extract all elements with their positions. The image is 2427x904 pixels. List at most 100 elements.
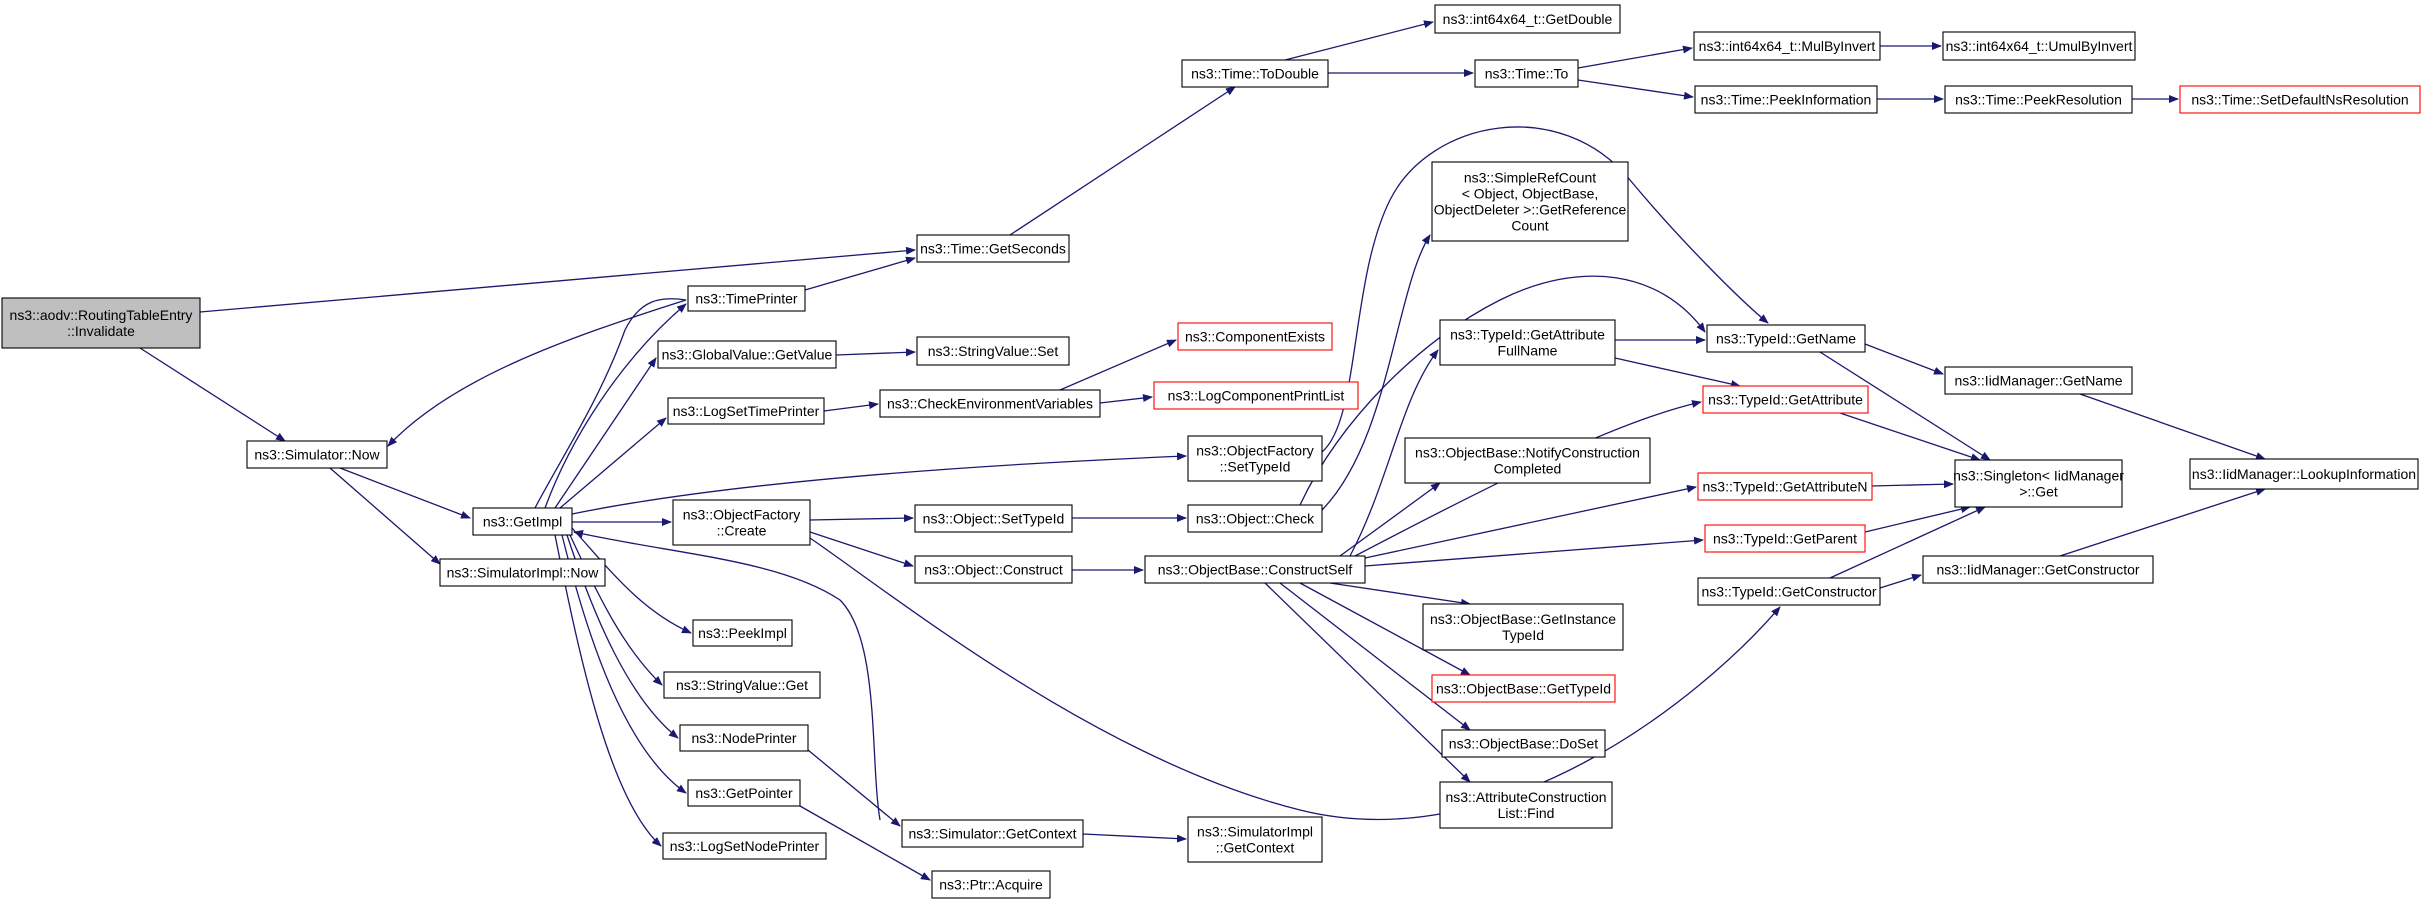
node-time_to[interactable]: ns3::Time::To [1474,59,1579,88]
node-sim_now[interactable]: ns3::Simulator::Now [246,440,388,469]
edge-getimpl-to-timeprinter [544,303,687,509]
node-box [2189,458,2419,490]
edge-constructself-to-doset [1279,582,1471,731]
node-box [1697,577,1881,606]
node-peekresolution[interactable]: ns3::Time::PeekResolution [1944,85,2133,114]
node-box [687,285,806,312]
node-simplerefcount[interactable]: ns3::SimpleRefCount< Object, ObjectBase,… [1431,161,1629,242]
node-box [1694,85,1878,114]
node-label-line: ns3::LogComponentPrintList [1168,388,1345,404]
node-timeprinter[interactable]: ns3::TimePrinter [687,285,806,312]
node-box [246,440,388,469]
node-componentexists[interactable]: ns3::ComponentExists [1177,322,1333,351]
edge-typeid_getattributen-to-singleton_get [1871,480,1954,489]
edge-sim_now-to-getimpl [339,467,471,519]
node-getimpl[interactable]: ns3::GetImpl [472,507,573,536]
node-label-line: ns3::Simulator::Now [254,447,380,463]
node-simimpl_now[interactable]: ns3::SimulatorImpl::Now [439,558,606,587]
node-label-line: ns3::LogSetNodePrinter [670,838,820,854]
node-peekinformation[interactable]: ns3::Time::PeekInformation [1694,85,1878,114]
edge-typeid_getconstructor-to-singleton_get [1829,506,1986,579]
node-label-line: ns3::ComponentExists [1185,329,1325,345]
node-lookupinformation[interactable]: ns3::IidManager::LookupInformation [2189,458,2419,490]
node-sim_getcontext[interactable]: ns3::Simulator::GetContext [901,819,1084,848]
edge-obj_check-to-simplerefcount [1321,234,1431,511]
node-box [657,340,837,369]
node-getpointer[interactable]: ns3::GetPointer [687,779,801,807]
node-label-line: ns3::Time::PeekResolution [1955,92,2122,108]
node-box [1706,324,1866,353]
node-box [1441,729,1606,758]
node-box [1144,555,1366,584]
node-box [1474,59,1579,88]
node-globalvalue_get[interactable]: ns3::GlobalValue::GetValue [657,340,837,369]
node-iidmanager_getname[interactable]: ns3::IidManager::GetName [1944,366,2133,395]
node-typeid_getattribute[interactable]: ns3::TypeId::GetAttribute [1702,385,1869,414]
node-constructself[interactable]: ns3::ObjectBase::ConstructSelf [1144,555,1366,584]
node-getseconds[interactable]: ns3::Time::GetSeconds [916,234,1070,263]
node-box [1181,59,1329,88]
node-setdefaultnsresolution[interactable]: ns3::Time::SetDefaultNsResolution [2179,85,2421,114]
node-label-line: ns3::IidManager::GetConstructor [1936,562,2139,578]
node-notifyconstruction[interactable]: ns3::ObjectBase::NotifyConstructionCompl… [1404,437,1651,484]
node-logsettimeprinter[interactable]: ns3::LogSetTimePrinter [667,397,825,425]
node-obj_construct[interactable]: ns3::Object::Construct [914,555,1073,584]
node-iidmanager_getconstructor[interactable]: ns3::IidManager::GetConstructor [1922,555,2154,584]
node-label-line: ns3::int64x64_t::MulByInvert [1699,38,1876,54]
edge-iidmanager_getname-to-lookupinformation [2079,393,2266,460]
node-box [916,336,1070,366]
node-label-line: ns3::GlobalValue::GetValue [662,347,833,363]
node-int64_getdouble[interactable]: ns3::int64x64_t::GetDouble [1434,4,1621,34]
node-objfactory_settypeid[interactable]: ns3::ObjectFactory::SetTypeId [1187,435,1323,482]
node-doset[interactable]: ns3::ObjectBase::DoSet [1441,729,1606,758]
node-logsetnodeprinter[interactable]: ns3::LogSetNodePrinter [662,832,827,860]
node-time_todouble[interactable]: ns3::Time::ToDouble [1181,59,1329,88]
node-label-line: ns3::ObjectBase::GetTypeId [1436,681,1611,697]
edge-getpointer-to-ptr_acquire [799,805,931,881]
edge-layer [139,20,2266,881]
node-checkenv[interactable]: ns3::CheckEnvironmentVariables [879,389,1101,418]
node-box [472,507,573,536]
node-invalidate[interactable]: ns3::aodv::RoutingTableEntry::Invalidate [1,297,201,349]
node-typeid_getparent[interactable]: ns3::TypeId::GetParent [1704,524,1866,553]
node-singleton_get[interactable]: ns3::Singleton< IidManager>::Get [1953,459,2124,508]
node-umulbyinvert[interactable]: ns3::int64x64_t::UmulByInvert [1942,31,2136,61]
node-objbase_gettypeid[interactable]: ns3::ObjectBase::GetTypeId [1431,674,1616,703]
node-label-line: ns3::StringValue::Set [928,343,1059,359]
node-layer: ns3::aodv::RoutingTableEntry::Invalidate… [1,4,2421,899]
node-box [1187,435,1323,482]
node-obj_check[interactable]: ns3::Object::Check [1187,504,1323,533]
node-nodeprinter[interactable]: ns3::NodePrinter [679,724,809,752]
node-ptr_acquire[interactable]: ns3::Ptr::Acquire [931,870,1051,899]
node-typeid_getname[interactable]: ns3::TypeId::GetName [1706,324,1866,353]
edge-getimpl-to-peekimpl [571,527,692,634]
node-box [692,619,793,647]
node-box [1439,781,1613,829]
node-typeid_getconstructor[interactable]: ns3::TypeId::GetConstructor [1697,577,1881,606]
edge-constructself-to-typeid_getattrfullname [1349,349,1439,557]
node-typeid_getattributen[interactable]: ns3::TypeId::GetAttributeN [1697,472,1873,501]
node-label-line: ns3::Object::Construct [924,562,1063,578]
node-box [1702,385,1869,414]
node-obj_settypeid[interactable]: ns3::Object::SetTypeId [914,504,1073,533]
node-logcompprintlist[interactable]: ns3::LogComponentPrintList [1153,381,1359,410]
node-objfactory_create[interactable]: ns3::ObjectFactory::Create [672,499,811,546]
node-label-line: ns3::Time::To [1485,66,1569,82]
node-label-line: ns3::SimulatorImpl::Now [447,565,600,581]
edge-checkenv-to-componentexists [1059,339,1177,391]
edge-constructself-to-notifyconstruction [1339,482,1441,557]
node-mulbyinvert[interactable]: ns3::int64x64_t::MulByInvert [1693,31,1881,61]
node-stringvalue_set[interactable]: ns3::StringValue::Set [916,336,1070,366]
node-simimpl_getcontext[interactable]: ns3::SimulatorImpl::GetContext [1187,816,1323,863]
node-label-line: ns3::ObjectBase::NotifyConstruction [1415,445,1640,461]
node-stringvalue_get[interactable]: ns3::StringValue::Get [663,671,821,699]
edge-constructself-to-objbase_gettypeid [1299,582,1471,676]
node-label-line: ns3::GetImpl [483,514,562,530]
node-label-line: List::Find [1498,805,1555,821]
node-peekimpl[interactable]: ns3::PeekImpl [692,619,793,647]
node-label-line: ns3::ObjectBase::DoSet [1449,736,1599,752]
node-box [1693,31,1881,61]
